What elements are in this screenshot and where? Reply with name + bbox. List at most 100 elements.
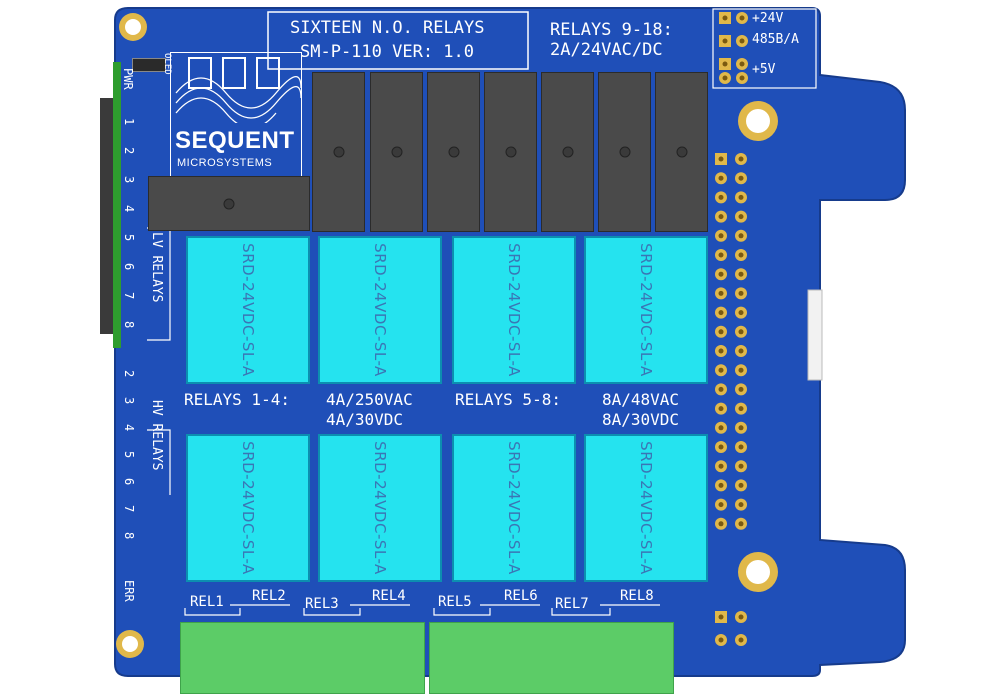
header-pad-hole: [718, 386, 724, 392]
gpio-header: [715, 12, 748, 646]
relays-1-4-ac: 4A/250VAC: [326, 390, 413, 409]
header-pad-hole: [738, 310, 744, 316]
lv-relay-number: 8: [122, 321, 136, 329]
brand-name: SEQUENT: [175, 127, 295, 154]
board-title-line1: SIXTEEN N.O. RELAYS: [290, 18, 485, 38]
header-pad-hole: [738, 444, 744, 450]
ssr-relay: [370, 72, 423, 232]
hv-relays-label: HV RELAYS: [149, 400, 164, 471]
header-pad-hole: [738, 502, 744, 508]
header-pad-hole: [718, 271, 724, 277]
header-pad-hole: [718, 156, 724, 162]
header-pad-hole: [718, 614, 724, 620]
oled-connector: [132, 58, 166, 72]
relay-part-label: SRD-24VDC-SL-A: [505, 243, 523, 377]
lv-relay-number: 7: [122, 292, 136, 300]
header-pad-hole: [718, 252, 724, 258]
header-pad-hole: [718, 175, 724, 181]
ssr-relay: [148, 176, 310, 231]
brand-sub: MICROSYSTEMS: [177, 157, 273, 169]
header-pad-hole: [738, 614, 744, 620]
header-pad-hole: [718, 214, 724, 220]
power-5v-label: +5V: [752, 62, 776, 77]
relay-part-label: SRD-24VDC-SL-A: [637, 441, 655, 575]
header-pad-hole: [738, 175, 744, 181]
relay-4: SRD-24VDC-SL-A: [584, 236, 708, 384]
rel-label-2: REL2: [252, 588, 286, 604]
logo-graphic: [175, 57, 301, 123]
relay-part-label: SRD-24VDC-SL-A: [505, 441, 523, 575]
relay-part-label: SRD-24VDC-SL-A: [239, 441, 257, 575]
rel-label-5: REL5: [438, 594, 472, 610]
header-pad-hole: [738, 367, 744, 373]
header-pad-hole: [738, 233, 744, 239]
header-pad-hole: [722, 61, 728, 67]
rel-label-6: REL6: [504, 588, 538, 604]
ssr-relay: [484, 72, 537, 232]
header-pad-hole: [718, 348, 724, 354]
header-pad-hole: [738, 271, 744, 277]
relays-5-8-ac: 8A/48VAC: [602, 390, 680, 409]
header-pad-hole: [738, 252, 744, 258]
relay-6: SRD-24VDC-SL-A: [318, 434, 442, 582]
rel-label-1: REL1: [190, 594, 224, 610]
header-pad-hole: [738, 156, 744, 162]
relay-part-label: SRD-24VDC-SL-A: [371, 243, 389, 377]
header-pad-hole: [718, 425, 724, 431]
header-pad-hole: [718, 521, 724, 527]
lv-relay-number: 4: [122, 205, 136, 213]
header-pad-hole: [722, 15, 728, 21]
power-485-label: 485B/A: [752, 32, 799, 47]
header-pad-hole: [722, 38, 728, 44]
header-pad-hole: [739, 38, 745, 44]
header-pad-hole: [738, 482, 744, 488]
relay-2: SRD-24VDC-SL-A: [318, 236, 442, 384]
brand-logo: SEQUENT MICROSYSTEMS: [170, 52, 302, 177]
relay-part-label: SRD-24VDC-SL-A: [371, 441, 389, 575]
relays-9-18-label: RELAYS 9-18:: [550, 20, 673, 40]
header-pad-hole: [738, 194, 744, 200]
ssr-relay: [598, 72, 651, 232]
header-pad-hole: [738, 637, 744, 643]
relay-8: SRD-24VDC-SL-A: [584, 434, 708, 582]
rel-label-7: REL7: [555, 596, 589, 612]
relays-1-4-label: RELAYS 1-4:: [184, 390, 290, 409]
header-pad-hole: [718, 194, 724, 200]
hv-relay-number: 8: [122, 532, 136, 540]
header-pad-hole: [718, 637, 724, 643]
relay-7: SRD-24VDC-SL-A: [452, 434, 576, 582]
ssr-relay: [427, 72, 480, 232]
lv-relay-number: 5: [122, 234, 136, 242]
hv-relay-number: 4: [122, 424, 136, 432]
lv-relay-number: 2: [122, 147, 136, 155]
relay-part-label: SRD-24VDC-SL-A: [239, 243, 257, 377]
header-pad-hole: [738, 348, 744, 354]
lv-relays-label: LV RELAYS: [149, 232, 164, 303]
terminal-block-right[interactable]: [429, 622, 674, 694]
relays-1-4-dc: 4A/30VDC: [326, 410, 404, 429]
header-pad-hole: [738, 406, 744, 412]
pwr-label: PWR: [121, 68, 135, 90]
header-pad-hole: [738, 521, 744, 527]
rel-label-4: REL4: [372, 588, 406, 604]
rel-label-3: REL3: [305, 596, 339, 612]
hv-relay-number: 5: [122, 451, 136, 459]
relay-1: SRD-24VDC-SL-A: [186, 236, 310, 384]
header-pad-hole: [738, 290, 744, 296]
err-label: ERR: [122, 580, 136, 602]
header-pad-hole: [738, 329, 744, 335]
header-pad-hole: [739, 75, 745, 81]
relays-9-18-rating: 2A/24VAC/DC: [550, 40, 663, 60]
header-pad-hole: [718, 290, 724, 296]
header-pad-hole: [718, 406, 724, 412]
header-pad-hole: [718, 482, 724, 488]
header-pad-hole: [718, 444, 724, 450]
header-pad-hole: [718, 463, 724, 469]
board-title-line2: SM-P-110 VER: 1.0: [300, 42, 474, 62]
ssr-relay: [541, 72, 594, 232]
header-pad-hole: [718, 233, 724, 239]
relay-5: SRD-24VDC-SL-A: [186, 434, 310, 582]
ssr-relay: [655, 72, 708, 232]
terminal-block-left[interactable]: [180, 622, 425, 694]
